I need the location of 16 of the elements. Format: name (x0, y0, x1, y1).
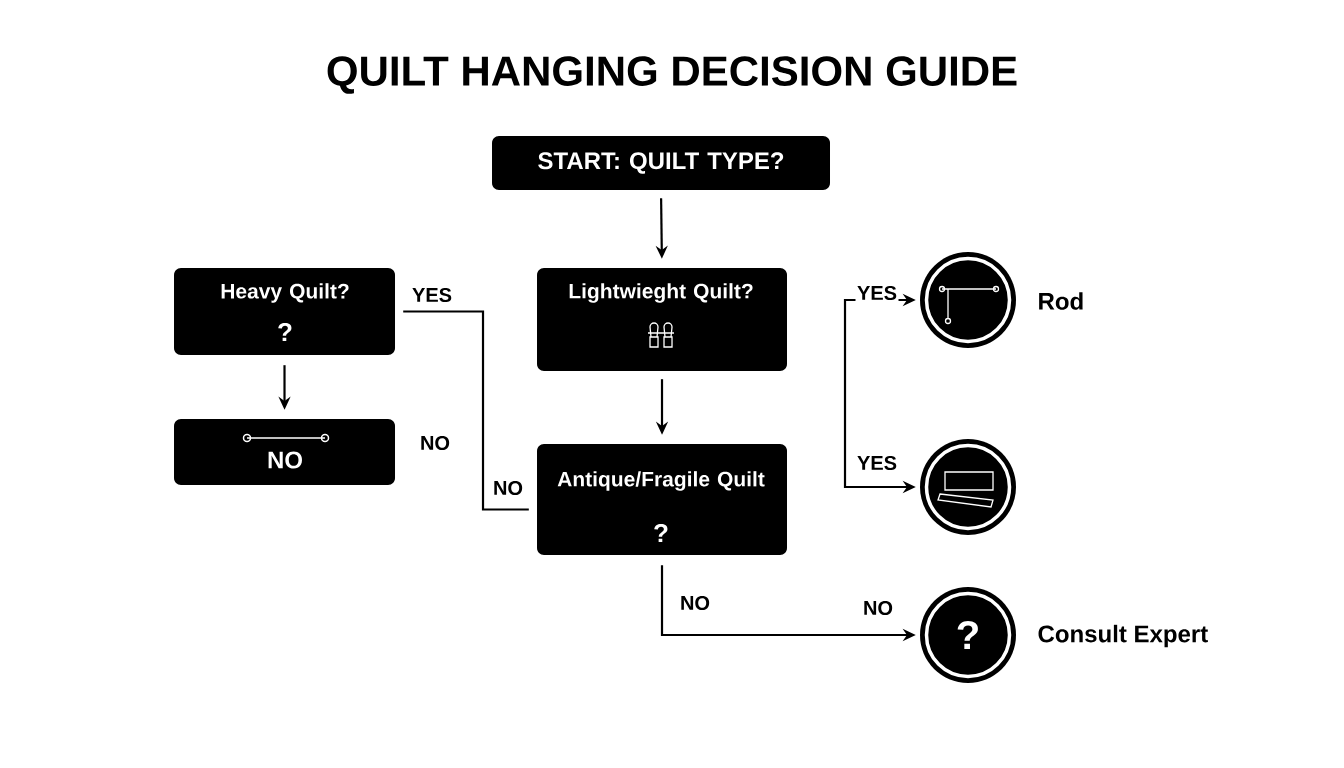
branch-label: NO (421, 435, 450, 451)
decision-box: Antique/Fragile Quilt ? (537, 444, 787, 555)
result-box: NO (174, 419, 395, 485)
title: QUILT HANGING DECISION GUIDE (327, 56, 1017, 94)
edge-label: NO (678, 594, 712, 612)
circle-caption: Consult Expert (1038, 624, 1208, 648)
circle-caption: Rod (1039, 292, 1083, 310)
branch-label: NO (864, 600, 893, 616)
decision-box: Heavy Quilt? ? (174, 268, 395, 355)
branch-label: NO (494, 480, 523, 496)
start-box: START: QUILT TYPE? (492, 136, 830, 190)
edge-label: YES (855, 284, 899, 302)
decision-box: Lightwieght Quilt? (537, 268, 787, 371)
connector-line (403, 310, 529, 511)
edge-label: YES (855, 454, 899, 472)
edge-label: YES (410, 286, 454, 304)
